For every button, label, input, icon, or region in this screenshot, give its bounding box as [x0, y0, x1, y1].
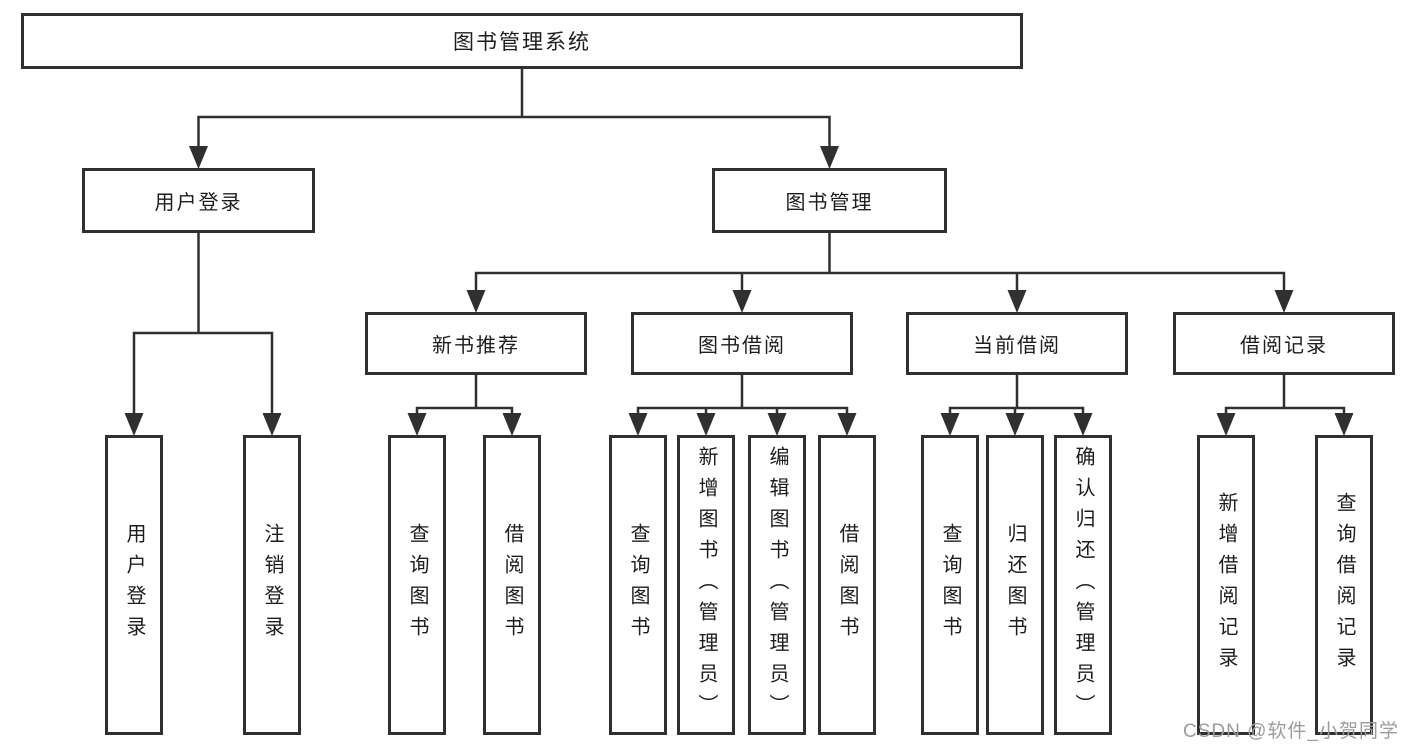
- node-book-management-module: 图书管理: [712, 168, 947, 233]
- node-library-management-system: 图书管理系统: [21, 13, 1023, 69]
- node-book-borrow: 图书借阅: [631, 312, 853, 375]
- leaf-user-login: 用户登录: [105, 435, 163, 735]
- leaf-query-books-current: 查询图书: [921, 435, 979, 735]
- edge-borrow-record-subtree: [1224, 375, 1346, 417]
- edge-book-management-subtree: [474, 233, 1286, 292]
- node-user-login-module: 用户登录: [82, 168, 315, 233]
- leaf-logout: 注销登录: [243, 435, 301, 735]
- edge-current-borrow-subtree: [948, 375, 1085, 417]
- node-new-book-recommend: 新书推荐: [365, 312, 587, 375]
- leaf-edit-books-admin: 编辑图书（管理员）: [748, 435, 806, 735]
- edge-book-borrow-subtree: [636, 375, 849, 417]
- edge-user-login-subtree: [132, 233, 274, 416]
- leaf-query-books-recommend: 查询图书: [388, 435, 446, 735]
- edge-new-book-subtree: [415, 375, 514, 417]
- leaf-borrow-books: 借阅图书: [818, 435, 876, 735]
- node-borrow-record: 借阅记录: [1173, 312, 1395, 375]
- leaf-confirm-return-admin: 确认归还（管理员）: [1054, 435, 1112, 735]
- csdn-watermark: CSDN @软件_小贺同学: [1183, 721, 1399, 742]
- leaf-add-borrow-record: 新增借阅记录: [1197, 435, 1255, 735]
- leaf-return-books: 归还图书: [986, 435, 1044, 735]
- node-current-borrow: 当前借阅: [906, 312, 1128, 375]
- edge-root-to-level2: [197, 69, 831, 148]
- leaf-query-borrow-record: 查询借阅记录: [1315, 435, 1373, 735]
- leaf-borrow-books-recommend: 借阅图书: [483, 435, 541, 735]
- leaf-query-books-borrow: 查询图书: [609, 435, 667, 735]
- leaf-add-books-admin: 新增图书（管理员）: [677, 435, 735, 735]
